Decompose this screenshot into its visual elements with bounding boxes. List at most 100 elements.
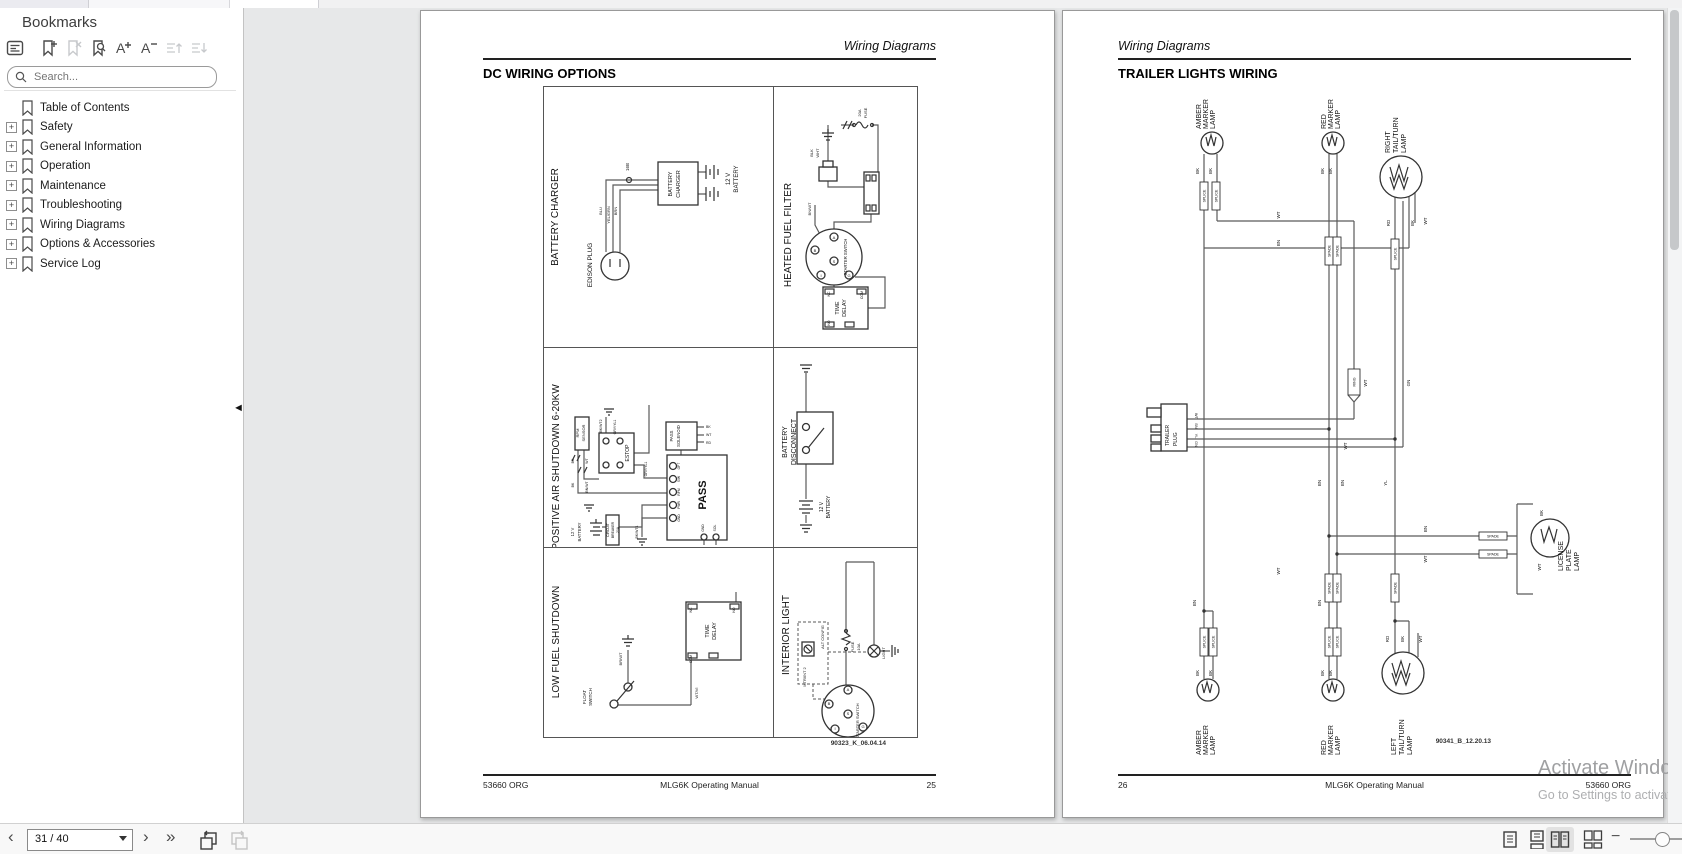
- connector-splice: SPLICE: [1199, 181, 1209, 211]
- connector-splice: SPLICE: [1211, 181, 1221, 211]
- bookmark-item-label: Options & Accessories: [40, 238, 156, 251]
- last-page-icon[interactable]: »: [166, 827, 176, 846]
- diagram-label: CHARGER: [676, 170, 682, 198]
- move-bookmark-up-icon[interactable]: [164, 38, 184, 58]
- expander-icon[interactable]: +: [6, 219, 17, 231]
- diagram-label: GRY/YL1: [613, 420, 617, 435]
- next-view-icon[interactable]: [228, 829, 250, 851]
- connector-label: SPLICE: [1327, 635, 1331, 648]
- facing-view-icon[interactable]: [1550, 830, 1570, 849]
- search-bookmarks-icon[interactable]: [89, 38, 109, 58]
- bookmark-item[interactable]: + Safety: [0, 118, 240, 138]
- diagram-label: MARKER: [1203, 725, 1210, 755]
- connector-label: SPADE: [1327, 581, 1331, 594]
- bookmark-item[interactable]: + Maintenance: [0, 176, 240, 196]
- bookmark-item[interactable]: + Wiring Diagrams: [0, 215, 240, 235]
- diagram-label: BK: [1328, 670, 1333, 676]
- search-input[interactable]: [32, 68, 211, 86]
- bookmarks-panel-title: Bookmarks: [22, 14, 98, 31]
- bookmark-item[interactable]: + Options & Accessories: [0, 235, 240, 255]
- page-number-field[interactable]: 31 / 40: [27, 829, 133, 851]
- expander-icon[interactable]: +: [6, 180, 17, 192]
- bookmark-item[interactable]: + Table of Contents: [0, 98, 240, 118]
- diagram-label: RED: [1321, 740, 1328, 755]
- decrease-text-size-icon[interactable]: A: [138, 38, 158, 58]
- expander-icon[interactable]: +: [6, 121, 17, 133]
- running-header: Wiring Diagrams: [843, 39, 936, 53]
- previous-page-icon[interactable]: ‹: [8, 827, 14, 846]
- footer-rule: [483, 774, 936, 776]
- diagram-label: PLUG: [1173, 432, 1179, 446]
- bookmark-item-label: Operation: [40, 160, 91, 173]
- diagram-label: SOLENOID: [676, 425, 681, 447]
- bookmark-icon: [22, 100, 33, 116]
- connector-label: SPLICE: [1335, 635, 1339, 648]
- connector-label: RING: [1352, 377, 1356, 386]
- diagram-label: GND: [677, 514, 681, 522]
- diagram-label: BK: [571, 458, 575, 463]
- single-page-view-icon[interactable]: [1500, 830, 1520, 849]
- diagram-label: BK: [1410, 220, 1415, 226]
- diagram-label: 20A: [616, 526, 620, 533]
- zoom-out-icon[interactable]: −: [1611, 828, 1621, 845]
- zoom-slider-thumb[interactable]: [1655, 832, 1670, 847]
- bookmark-item[interactable]: + General Information: [0, 137, 240, 157]
- connector-spade: SPADE: [1390, 573, 1400, 603]
- diagram-label: DISCONNECT: [791, 418, 798, 465]
- continuous-view-icon[interactable]: [1527, 830, 1547, 850]
- bookmark-item[interactable]: + Operation: [0, 157, 240, 177]
- diagram-label: BN/WT: [807, 202, 812, 215]
- diagram-label: TRAILER: [1165, 424, 1171, 446]
- vertical-scrollbar[interactable]: [1667, 8, 1682, 823]
- diagram-label: BN: [1340, 480, 1345, 486]
- document-view[interactable]: Wiring Diagrams DC WIRING OPTIONS: [244, 8, 1668, 823]
- svg-text:A: A: [116, 40, 126, 56]
- page-26: Wiring Diagrams TRAILER LIGHTS WIRING: [1062, 10, 1664, 818]
- diagram-label: LAMP: [1210, 110, 1217, 129]
- expander-icon[interactable]: +: [6, 141, 17, 153]
- diagram-label: SWITCH: [588, 688, 593, 706]
- bookmark-icon: [22, 178, 33, 194]
- bookmark-item[interactable]: + Troubleshooting: [0, 196, 240, 216]
- diagram-label: BN: [1423, 526, 1428, 532]
- diagram-label: 12 V: [726, 173, 732, 185]
- bookmark-item[interactable]: + Service Log: [0, 254, 240, 274]
- expander-icon[interactable]: +: [6, 258, 17, 270]
- diagram-label: MTR/INT 2: [802, 666, 807, 686]
- scrollbar-thumb[interactable]: [1670, 10, 1679, 250]
- lamps: [1196, 131, 1570, 702]
- diagram-label: RD: [1385, 635, 1390, 642]
- expander-icon[interactable]: +: [6, 160, 17, 172]
- delete-bookmark-icon[interactable]: [64, 38, 84, 58]
- diagram-label: S: [833, 259, 836, 264]
- footer-page-number: 25: [926, 780, 936, 790]
- dropdown-caret-icon[interactable]: [119, 836, 127, 841]
- panel-collapse-icon[interactable]: ◄: [233, 402, 244, 414]
- previous-view-icon[interactable]: [198, 829, 220, 851]
- drawing-number: 90323_K_06.04.14: [830, 740, 886, 747]
- diagram-label: BLK: [809, 149, 814, 157]
- expander-icon[interactable]: +: [6, 238, 17, 250]
- expander-icon[interactable]: +: [6, 199, 17, 211]
- increase-text-size-icon[interactable]: A: [113, 38, 133, 58]
- panel-divider: [4, 90, 236, 91]
- connector-spade: SPADE: [1324, 236, 1334, 266]
- wires: [1187, 154, 1517, 679]
- bookmark-search-field[interactable]: [7, 66, 217, 88]
- bookmark-item-label: Troubleshooting: [40, 199, 123, 212]
- two-page-continuous-view-icon[interactable]: [1583, 830, 1603, 849]
- diagram-label: ALT CONFIG: [820, 625, 825, 649]
- add-bookmark-icon[interactable]: [39, 38, 59, 58]
- move-bookmark-down-icon[interactable]: [189, 38, 209, 58]
- next-page-icon[interactable]: ›: [143, 827, 149, 846]
- diagram-label: LAMP: [1407, 736, 1414, 755]
- footer-doc-code: 53660 ORG: [483, 780, 529, 790]
- connector-label: SPADE: [1327, 244, 1331, 257]
- connector-label: SPLICE: [1393, 247, 1397, 260]
- diagram-label: BATTERY: [734, 165, 740, 192]
- panel-menu-icon[interactable]: [5, 38, 25, 58]
- diagram-label: LIGHT: [881, 647, 886, 659]
